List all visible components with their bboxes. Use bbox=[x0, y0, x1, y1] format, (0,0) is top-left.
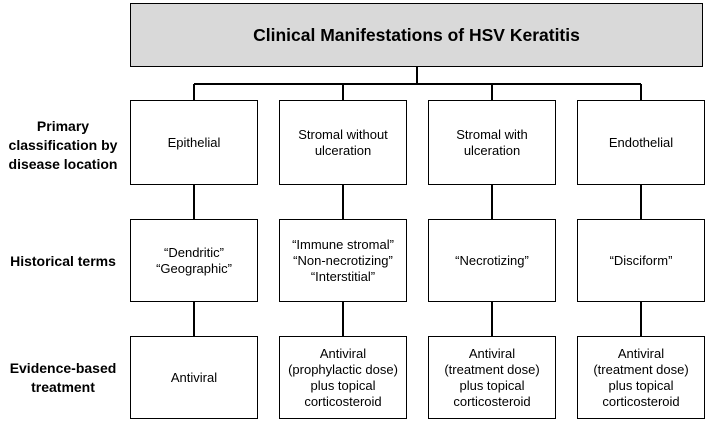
classification-box-stromal-with-ulceration: Stromal with ulceration bbox=[428, 100, 556, 185]
historical-box-endothelial: “Disciform” bbox=[577, 219, 705, 302]
historical-text: “Immune stromal” “Non-necrotizing” “Inte… bbox=[292, 236, 394, 284]
treatment-text: Antiviral (prophylactic dose) plus topic… bbox=[288, 345, 398, 409]
row-label-classification: Primary classification by disease locati… bbox=[8, 118, 118, 172]
treatment-text: Antiviral (treatment dose) plus topical … bbox=[444, 345, 540, 409]
diagram-title-text: Clinical Manifestations of HSV Keratitis bbox=[253, 25, 580, 45]
historical-box-stromal-without-ulceration: “Immune stromal” “Non-necrotizing” “Inte… bbox=[279, 219, 407, 302]
treatment-box-stromal-with-ulceration: Antiviral (treatment dose) plus topical … bbox=[428, 336, 556, 419]
historical-text: “Disciform” bbox=[609, 252, 673, 268]
classification-box-endothelial: Endothelial bbox=[577, 100, 705, 185]
classification-text: Endothelial bbox=[608, 134, 674, 150]
classification-text: Stromal without ulceration bbox=[298, 126, 388, 158]
treatment-text: Antiviral bbox=[170, 369, 218, 385]
historical-text: “Dendritic” “Geographic” bbox=[156, 244, 232, 276]
classification-text: Stromal with ulceration bbox=[456, 126, 528, 158]
historical-box-epithelial: “Dendritic” “Geographic” bbox=[130, 219, 258, 302]
historical-box-stromal-with-ulceration: “Necrotizing” bbox=[428, 219, 556, 302]
row-label-historical: Historical terms bbox=[10, 253, 116, 269]
treatment-box-stromal-without-ulceration: Antiviral (prophylactic dose) plus topic… bbox=[279, 336, 407, 419]
classification-text: Epithelial bbox=[167, 134, 221, 150]
treatment-text: Antiviral (treatment dose) plus topical … bbox=[593, 345, 689, 409]
classification-box-epithelial: Epithelial bbox=[130, 100, 258, 185]
classification-box-stromal-without-ulceration: Stromal without ulceration bbox=[279, 100, 407, 185]
diagram-title: Clinical Manifestations of HSV Keratitis bbox=[130, 3, 703, 67]
historical-text: “Necrotizing” bbox=[455, 252, 529, 268]
row-label-treatment: Evidence-based treatment bbox=[9, 360, 117, 395]
treatment-box-epithelial: Antiviral bbox=[130, 336, 258, 419]
treatment-box-endothelial: Antiviral (treatment dose) plus topical … bbox=[577, 336, 705, 419]
